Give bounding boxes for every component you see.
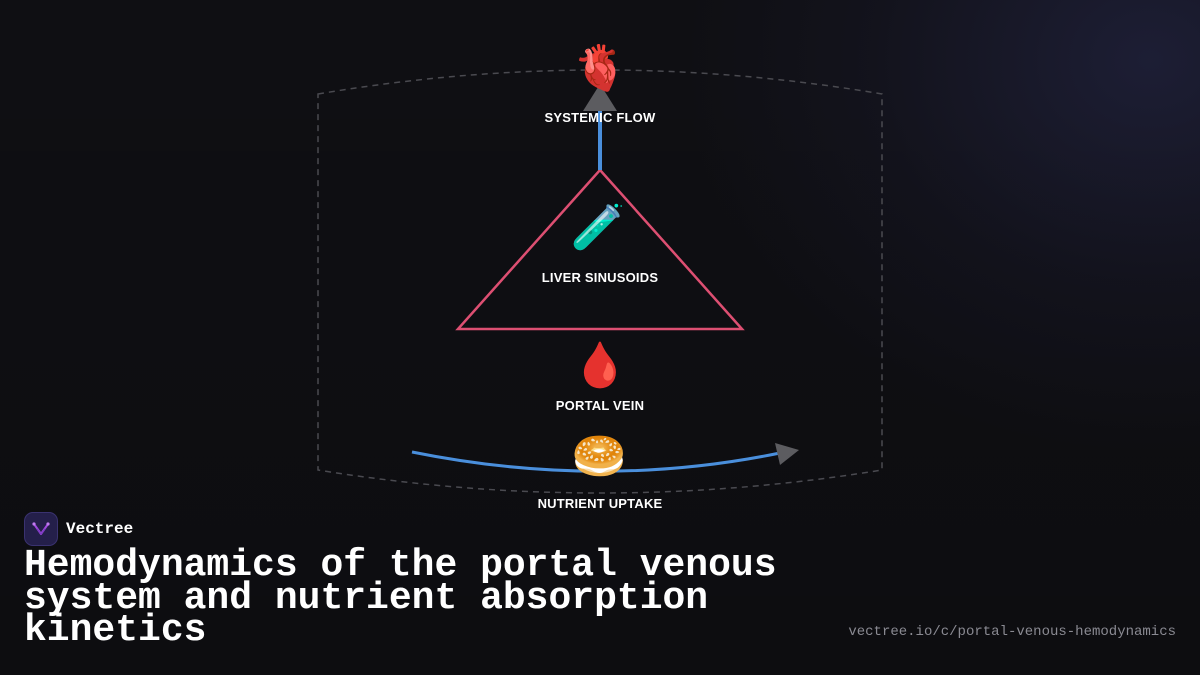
brand-name: Vectree bbox=[66, 520, 134, 538]
dashed-boundary bbox=[317, 69, 883, 494]
bagel-icon: 🥯 bbox=[571, 432, 627, 481]
liver-triangle bbox=[455, 168, 745, 331]
source-url: vectree.io/c/portal-venous-hemodynamics bbox=[848, 624, 1176, 640]
systemic-flow-arrowhead bbox=[583, 84, 617, 111]
node-label-liver-sinusoids: LIVER SINUSOIDS bbox=[541, 270, 659, 285]
nutrient-flow-arrowhead bbox=[775, 443, 799, 465]
page-title: Hemodynamics of the portal venous system… bbox=[24, 544, 777, 652]
blood-drop-icon: 🩸 bbox=[572, 341, 628, 390]
node-label-systemic-flow: SYSTEMIC FLOW bbox=[544, 110, 656, 125]
vectree-logo-icon bbox=[24, 512, 58, 546]
anatomical-heart-icon: 🫀 bbox=[572, 44, 628, 93]
nutrient-flow-curve bbox=[411, 450, 781, 473]
node-label-nutrient-uptake: NUTRIENT UPTAKE bbox=[537, 496, 663, 511]
brand: Vectree bbox=[24, 512, 133, 546]
node-label-portal-vein: PORTAL VEIN bbox=[555, 398, 645, 413]
test-tube-icon: 🧪 bbox=[570, 203, 626, 252]
